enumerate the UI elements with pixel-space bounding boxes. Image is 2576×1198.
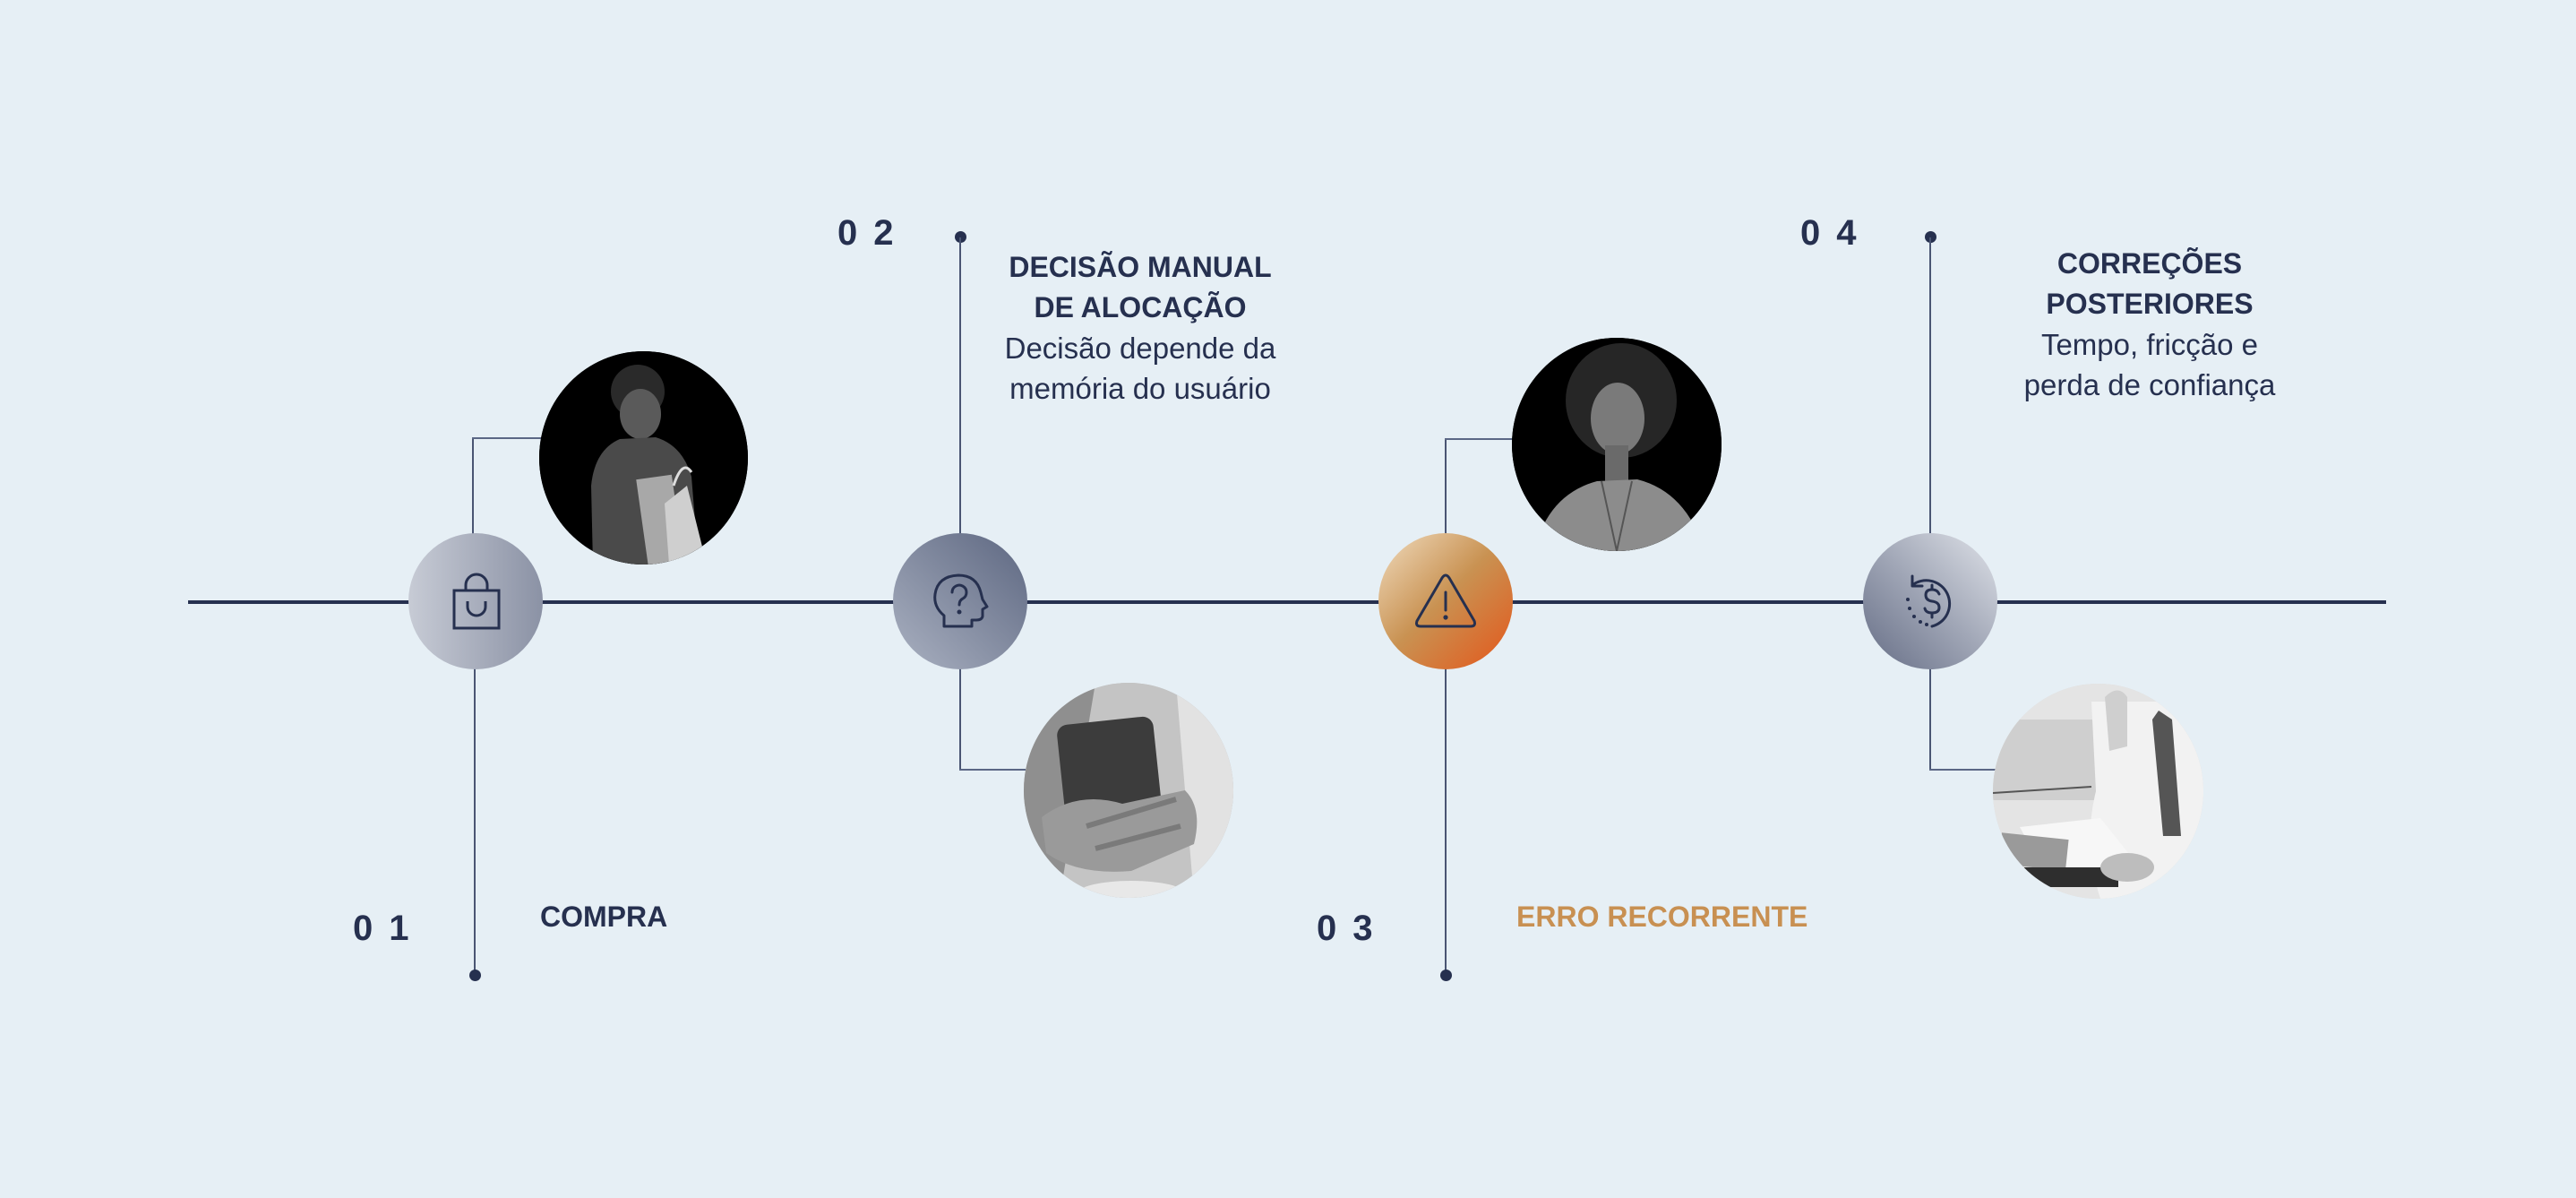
timeline-axis xyxy=(188,600,2386,604)
photo-pensive-woman xyxy=(1512,338,1722,551)
stem-line xyxy=(1445,668,1447,975)
connector-horizontal xyxy=(472,437,542,439)
head-question-icon xyxy=(933,573,989,628)
step-description-line1: Tempo, fricção e xyxy=(2040,328,2259,361)
photo-woman-shopping xyxy=(539,351,748,565)
step-title-line2: POSTERIORES xyxy=(2046,288,2254,320)
step-number: 03 xyxy=(1317,909,1389,948)
photo-hands-smartphone xyxy=(1024,683,1233,898)
connector-horizontal xyxy=(959,769,1026,771)
step-title: ERRO RECORRENTE xyxy=(1516,901,1808,933)
dollar-refund-icon xyxy=(1906,574,1952,628)
connector-vertical xyxy=(959,668,961,771)
step-number: 04 xyxy=(1800,213,1873,253)
pensive-woman-image xyxy=(1512,338,1722,551)
step-title-line1: CORREÇÕES xyxy=(2057,247,2243,280)
step-description-line2: memória do usuário xyxy=(1009,372,1271,405)
stem-dot xyxy=(469,970,481,981)
step-04-node xyxy=(1863,533,1997,669)
stem-dot xyxy=(955,231,966,243)
photo-man-calculator xyxy=(1993,684,2203,899)
man-calculator-image xyxy=(1993,684,2203,899)
stem-line xyxy=(474,668,476,975)
stem-dot xyxy=(1440,970,1452,981)
step-02-node xyxy=(893,533,1027,669)
connector-vertical xyxy=(472,438,474,535)
step-03-node xyxy=(1378,533,1513,669)
hands-smartphone-image xyxy=(1024,683,1233,898)
step-title-line2: DE ALOCAÇÃO xyxy=(1034,291,1247,323)
step-text-block: DECISÃO MANUAL DE ALOCAÇÃO Decisão depen… xyxy=(983,247,1297,409)
step-title-line1: DECISÃO MANUAL xyxy=(1009,251,1272,283)
connector-horizontal xyxy=(1445,438,1515,440)
connector-horizontal xyxy=(1929,769,1996,771)
stem-dot xyxy=(1925,231,1936,243)
step-title: COMPRA xyxy=(540,901,668,933)
connector-vertical xyxy=(1929,668,1931,771)
step-number: 01 xyxy=(353,909,425,948)
stem-line xyxy=(959,237,961,535)
step-01-node xyxy=(408,533,543,669)
woman-shopping-image xyxy=(539,351,748,565)
step-text-block: CORREÇÕES POSTERIORES Tempo, fricção e p… xyxy=(1993,244,2306,405)
warning-triangle-icon xyxy=(1415,573,1476,628)
stem-line xyxy=(1929,237,1931,535)
connector-vertical xyxy=(1445,439,1447,535)
shopping-bag-icon xyxy=(452,573,501,630)
step-description-line2: perda de confiança xyxy=(2023,368,2276,401)
step-description-line1: Decisão depende da xyxy=(1004,332,1276,365)
step-number: 02 xyxy=(837,213,910,253)
